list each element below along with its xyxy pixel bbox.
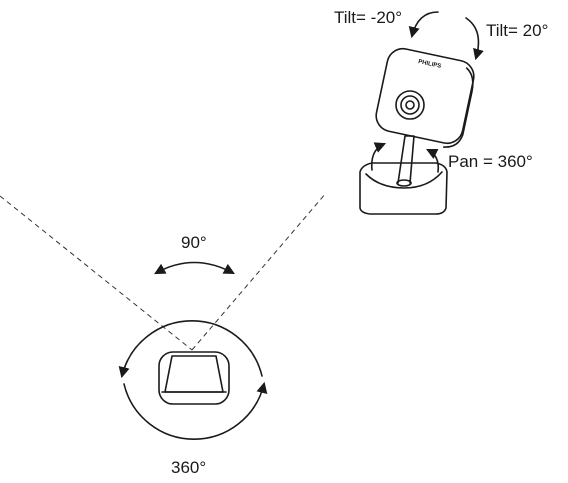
tilt-positive-label: Tilt= 20° [486, 21, 548, 40]
camera-3d: PHILIPS [359, 47, 475, 215]
fov-arc-arrow [154, 261, 235, 275]
pan-left-arrow [370, 142, 387, 171]
fov-label: 90° [181, 233, 207, 252]
pan-right-arrow [425, 148, 440, 173]
camera-brand-logo: PHILIPS [418, 59, 442, 70]
top-view-camera [118, 320, 268, 440]
rotation-label: 360° [171, 458, 206, 477]
pan-label: Pan = 360° [448, 152, 533, 171]
tilt-negative-label: Tilt= -20° [334, 8, 402, 27]
tilt-positive-arrow [465, 17, 484, 61]
tilt-negative-arrow [408, 11, 439, 39]
field-of-view-lines [0, 192, 327, 351]
